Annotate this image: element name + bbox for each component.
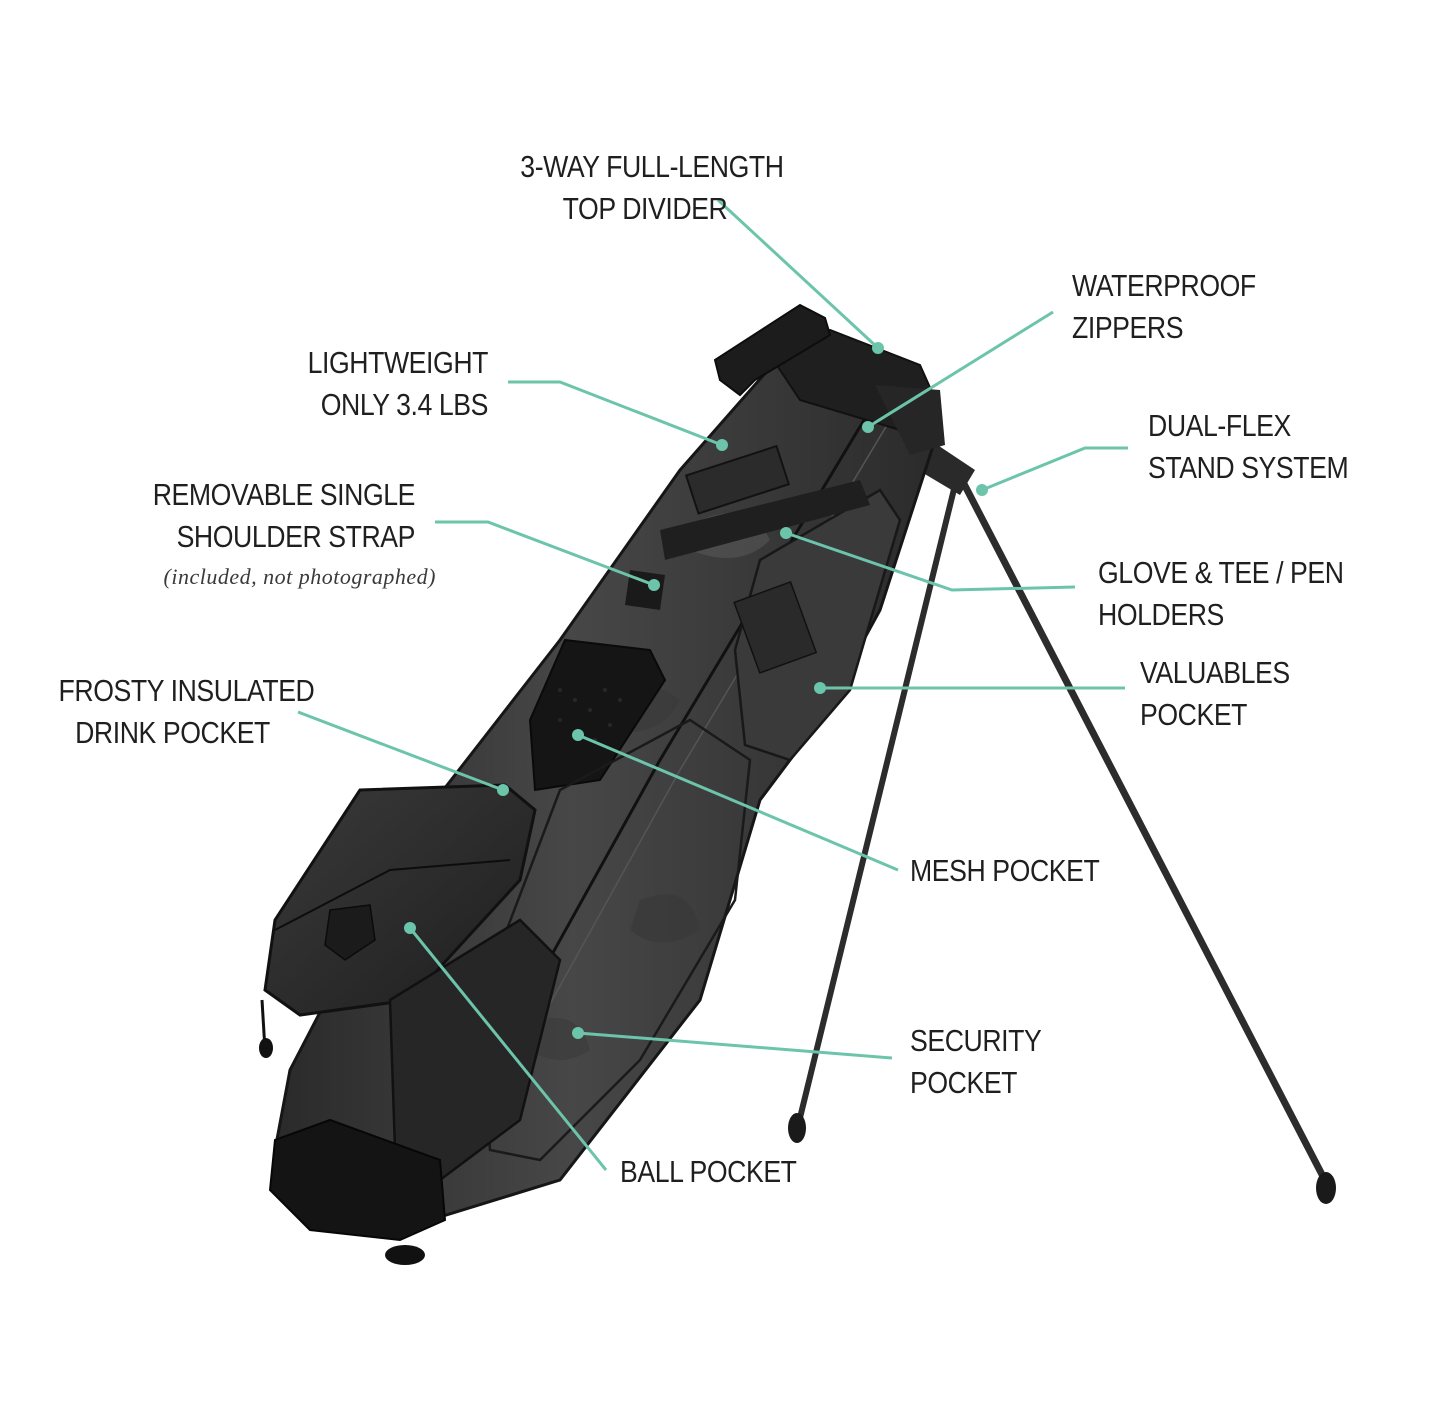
stand-legs [788, 440, 1336, 1204]
callout-security-line2: POCKET [910, 1065, 1018, 1100]
dot-top-divider [872, 342, 884, 354]
drink-pocket-badge [324, 904, 376, 961]
dot-security [572, 1027, 584, 1039]
bag-top [713, 303, 945, 455]
callout-dual-flex-line1: DUAL-FLEX [1148, 408, 1291, 443]
stand-foot-left [788, 1113, 806, 1143]
callout-lightweight: LIGHTWEIGHT ONLY 3.4 LBS [266, 342, 489, 426]
callout-shoulder-strap-line2: SHOULDER STRAP [176, 519, 416, 554]
leader-dots [404, 342, 988, 1039]
stand-foot-right [1316, 1172, 1336, 1204]
callout-glove-tee-line2: HOLDERS [1098, 597, 1224, 632]
dot-glove-tee [780, 527, 792, 539]
leader-lightweight [508, 380, 723, 447]
valuables-patch [733, 581, 818, 674]
leader-frosty-drink [297, 710, 504, 792]
callout-dual-flex: DUAL-FLEX STAND SYSTEM [1148, 405, 1349, 489]
callout-frosty-drink-line1: FROSTY INSULATED [58, 673, 315, 708]
dot-ball [404, 922, 416, 934]
callout-shoulder-strap-line1: REMOVABLE SINGLE [152, 477, 416, 512]
leader-ball [408, 927, 608, 1171]
callout-mesh-line1: MESH POCKET [910, 853, 1100, 888]
dot-waterproof-zippers [862, 421, 874, 433]
callout-glove-tee: GLOVE & TEE / PEN HOLDERS [1098, 552, 1344, 636]
bag-foot [385, 1245, 425, 1265]
dot-valuables [814, 682, 826, 694]
callout-valuables: VALUABLES POCKET [1140, 652, 1290, 736]
callout-security-line1: SECURITY [910, 1023, 1042, 1058]
callout-valuables-line1: VALUABLES [1140, 655, 1290, 690]
callout-glove-tee-line1: GLOVE & TEE / PEN [1098, 555, 1344, 590]
callout-dual-flex-line2: STAND SYSTEM [1148, 450, 1349, 485]
dot-mesh [572, 729, 584, 741]
callout-shoulder-strap: REMOVABLE SINGLE SHOULDER STRAP [152, 474, 416, 558]
carry-handle [713, 303, 832, 397]
callout-top-divider-line2: TOP DIVIDER [562, 191, 728, 226]
callout-frosty-drink-line2: DRINK POCKET [75, 715, 270, 750]
leader-lines [297, 198, 1128, 1171]
callout-top-divider-line1: 3-WAY FULL-LENGTH [520, 149, 784, 184]
callout-top-divider: 3-WAY FULL-LENGTH TOP DIVIDER [520, 146, 784, 230]
stand-leg-left [794, 482, 958, 1133]
leader-shoulder-strap [435, 520, 655, 587]
stand-leg-right [958, 476, 1334, 1194]
leader-mesh [577, 733, 899, 872]
leader-security [577, 1031, 893, 1060]
leader-waterproof-zippers [867, 310, 1054, 429]
dot-shoulder-strap [648, 579, 660, 591]
top-logo-patch [684, 444, 791, 515]
strap-band [660, 480, 870, 560]
callout-shoulder-strap-note: (included, not photographed) [163, 564, 436, 589]
callout-mesh: MESH POCKET [910, 850, 1100, 892]
callout-waterproof-zippers-line1: WATERPROOF [1072, 268, 1256, 303]
callout-security: SECURITY POCKET [910, 1020, 1042, 1104]
callout-valuables-line2: POCKET [1140, 697, 1248, 732]
bag-bottom [268, 1118, 447, 1242]
callout-waterproof-zippers: WATERPROOF ZIPPERS [1072, 265, 1256, 349]
leader-top-divider [716, 198, 880, 350]
callout-ball-line1: BALL POCKET [620, 1154, 797, 1189]
dot-lightweight [716, 439, 728, 451]
callout-frosty-drink: FROSTY INSULATED DRINK POCKET [58, 670, 315, 754]
callout-lightweight-line2: ONLY 3.4 LBS [320, 387, 489, 422]
leader-dual-flex [981, 446, 1128, 492]
dot-frosty-drink [497, 784, 509, 796]
mesh-pocket-shape [528, 638, 667, 792]
stand-hinge [918, 440, 975, 495]
zipper-pull [259, 1038, 273, 1058]
callout-waterproof-zippers-line2: ZIPPERS [1072, 310, 1184, 345]
leader-glove-tee [785, 531, 1076, 592]
callout-ball: BALL POCKET [620, 1151, 797, 1193]
dot-dual-flex [976, 484, 988, 496]
callout-lightweight-line1: LIGHTWEIGHT [307, 345, 489, 380]
